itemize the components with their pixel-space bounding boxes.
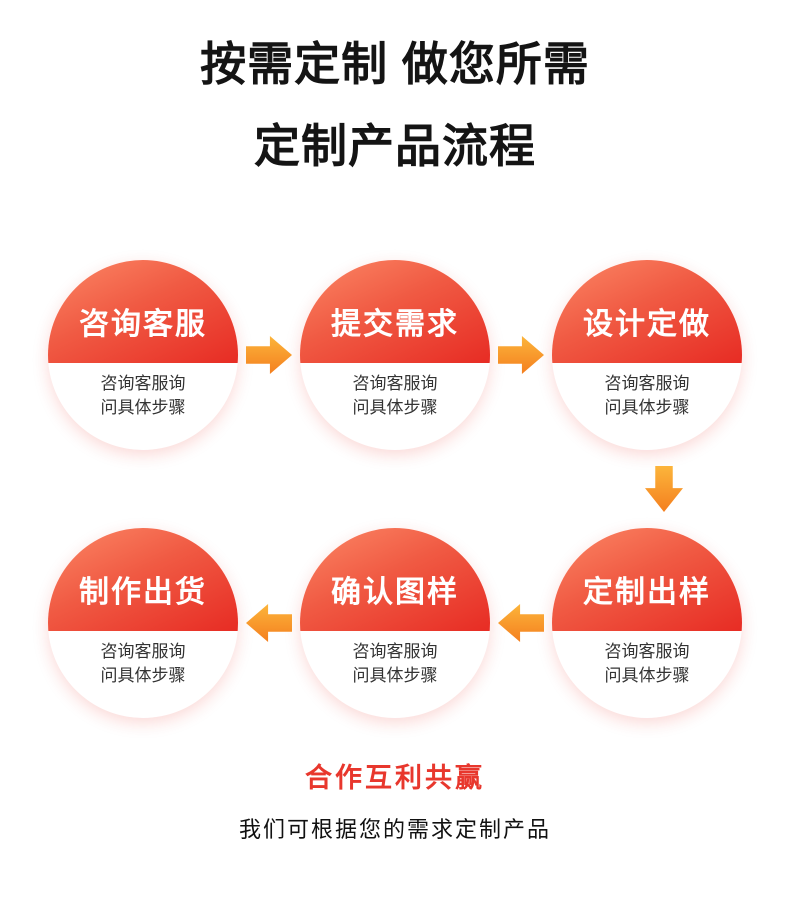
process-flow: 咨询客服 咨询客服询 问具体步骤 提交需求 咨询客服询 问具体步骤	[0, 260, 790, 718]
step-3-desc-line-1: 咨询客服询	[604, 374, 690, 393]
step-4-circle: 定制出样 咨询客服询 问具体步骤	[552, 528, 742, 718]
step-5-circle: 确认图样 咨询客服询 问具体步骤	[300, 528, 490, 718]
step-2-title-area: 提交需求	[300, 260, 490, 363]
page-header: 按需定制 做您所需 定制产品流程	[0, 0, 790, 170]
step-4-title: 定制出样	[583, 575, 711, 609]
step-6-desc-line-1: 咨询客服询	[100, 642, 186, 661]
page-footer: 合作互利共赢 我们可根据您的需求定制产品	[0, 756, 790, 844]
arrow-right-icon	[246, 336, 292, 374]
step-6-circle: 制作出货 咨询客服询 问具体步骤	[48, 528, 238, 718]
step-3-title: 设计定做	[583, 307, 711, 341]
step-2-title: 提交需求	[331, 307, 459, 341]
flow-row-connector	[0, 450, 790, 528]
step-6-title-area: 制作出货	[48, 528, 238, 631]
arrow-right-icon	[498, 336, 544, 374]
step-4-title-area: 定制出样	[552, 528, 742, 631]
step-2-circle: 提交需求 咨询客服询 问具体步骤	[300, 260, 490, 450]
step-4-description: 咨询客服询 问具体步骤	[552, 631, 742, 718]
step-5-desc-line-1: 咨询客服询	[352, 642, 438, 661]
step-2-desc-line-2: 问具体步骤	[352, 398, 438, 417]
step-5-desc-line-2: 问具体步骤	[352, 666, 438, 685]
flow-row-bottom: 制作出货 咨询客服询 问具体步骤 确认图样 咨询客服询 问具体步骤	[0, 528, 790, 718]
step-3-description: 咨询客服询 问具体步骤	[552, 363, 742, 450]
step-5-title: 确认图样	[331, 575, 459, 609]
step-2-desc-line-1: 咨询客服询	[352, 374, 438, 393]
step-4-desc-line-1: 咨询客服询	[604, 642, 690, 661]
arrow-left-icon	[246, 604, 292, 642]
step-1-title-area: 咨询客服	[48, 260, 238, 363]
step-6-description: 咨询客服询 问具体步骤	[48, 631, 238, 718]
step-6-desc-line-2: 问具体步骤	[100, 666, 186, 685]
step-1-description: 咨询客服询 问具体步骤	[48, 363, 238, 450]
page-title-line-1: 按需定制 做您所需	[200, 38, 590, 90]
step-5-description: 咨询客服询 问具体步骤	[300, 631, 490, 718]
arrow-left-icon	[498, 604, 544, 642]
page-title-line-2: 定制产品流程	[254, 120, 536, 172]
footer-subtitle: 我们可根据您的需求定制产品	[238, 817, 551, 842]
arrow-down-icon	[645, 466, 683, 512]
step-1-circle: 咨询客服 咨询客服询 问具体步骤	[48, 260, 238, 450]
step-1-desc-line-2: 问具体步骤	[100, 398, 186, 417]
step-5-title-area: 确认图样	[300, 528, 490, 631]
step-3-desc-line-2: 问具体步骤	[604, 398, 690, 417]
step-1-title: 咨询客服	[79, 307, 207, 341]
slogan-text: 合作互利共赢	[305, 763, 485, 793]
step-4-desc-line-2: 问具体步骤	[604, 666, 690, 685]
flow-row-top: 咨询客服 咨询客服询 问具体步骤 提交需求 咨询客服询 问具体步骤	[0, 260, 790, 450]
step-1-desc-line-1: 咨询客服询	[100, 374, 186, 393]
step-3-title-area: 设计定做	[552, 260, 742, 363]
step-6-title: 制作出货	[79, 575, 207, 609]
step-2-description: 咨询客服询 问具体步骤	[300, 363, 490, 450]
step-3-circle: 设计定做 咨询客服询 问具体步骤	[552, 260, 742, 450]
